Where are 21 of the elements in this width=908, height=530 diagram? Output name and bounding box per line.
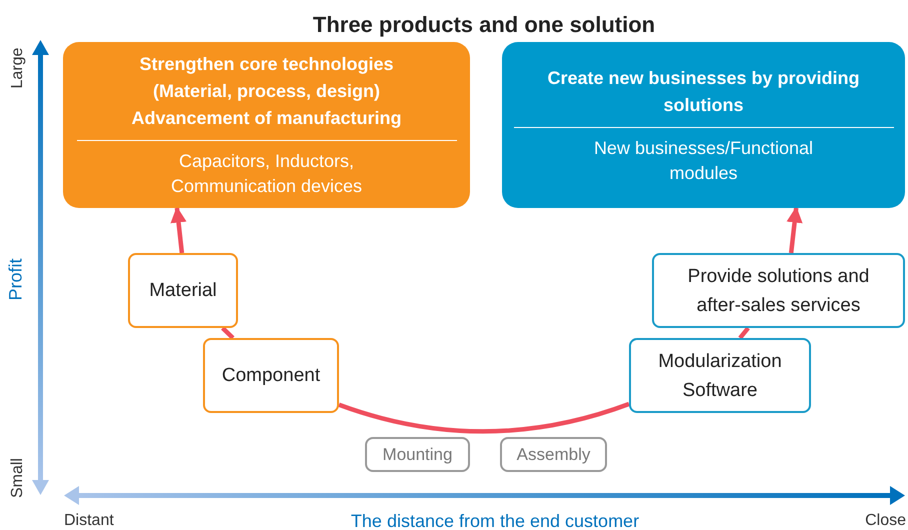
stage-box: Component (203, 338, 339, 413)
axis-title: The distance from the end customer (350, 510, 640, 530)
axis-label: Small (8, 457, 27, 500)
axis-label: Distant (64, 511, 114, 530)
panel-body: New businesses/Functional modules (592, 136, 814, 184)
process-tag: Mounting (365, 437, 470, 472)
diagram-title: Three products and one solution (312, 11, 656, 39)
axis-label: Large (8, 46, 27, 90)
stage-box: Provide solutions and after-sales services (652, 253, 905, 328)
panel-heading: Create new businesses by providing solutions (546, 66, 861, 116)
flow-arrow (170, 206, 187, 254)
stage-box: Modularization Software (629, 338, 811, 413)
axis-label: Close (865, 511, 906, 530)
flow-arrow (786, 206, 803, 254)
axis-title: Profit (4, 258, 26, 303)
process-tag: Assembly (500, 437, 607, 472)
stage-box: Material (128, 253, 238, 328)
panel-body: Capacitors, Inductors, Communication devices (170, 150, 364, 198)
goal-panel (502, 42, 905, 208)
panel-heading: Strengthen core technologies (Material, process, design) Advancement of manufacturing (130, 53, 403, 130)
goal-panel (63, 42, 470, 208)
